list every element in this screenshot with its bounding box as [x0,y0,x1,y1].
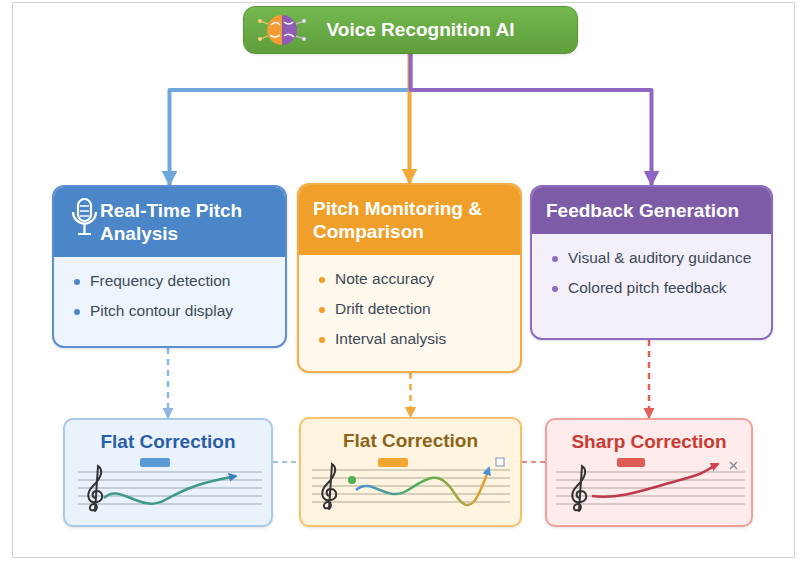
box-heading: Real-Time Pitch Analysis [100,199,271,245]
bullet-item: Drift detection [319,299,506,320]
bullet-text: Interval analysis [335,329,446,350]
mic-head [78,199,91,221]
connector [522,461,545,463]
box-header: Feedback Generation [532,187,771,234]
box-title: Sharp Correction [559,430,739,454]
staff-lines [78,472,262,504]
bullet-text: Visual & auditory guidance [568,248,751,269]
circuit-line [296,36,304,39]
sharp-staff-illustration [556,458,745,511]
staff-lines [556,472,745,504]
bullet-dot [319,337,325,343]
brain-icon [258,15,306,45]
bullet-item: Frequency detection [74,271,271,292]
box-header: Real-Time Pitch Analysis [54,187,285,257]
bullet-text: Note accuracy [335,269,434,290]
result-box: Sharp Correction [545,418,753,527]
connector [648,340,651,418]
connector [170,54,411,185]
box-header: Pitch Monitoring & Comparison [299,185,520,255]
pitch-curve [592,464,718,497]
brain-folds [270,22,294,37]
connector [167,348,170,418]
box-body: Visual & auditory guidanceColored pitch … [532,234,771,320]
bullet-text: Drift detection [335,299,431,320]
treble-clef [572,466,586,511]
bullet-item: Interval analysis [319,329,506,350]
bullet-text: Pitch contour display [90,301,233,322]
picture-frame [13,3,795,558]
result-box: Flat Correction [299,417,522,527]
circuit-dot [302,37,306,41]
cross-mark [730,462,737,469]
box-title: Flat Correction [77,430,259,454]
connector [409,373,412,417]
bullet-dot [552,256,558,262]
mic-stand [78,224,91,234]
flat-staff-illustration [78,458,262,511]
node-title: Voice Recognition AI [327,19,515,42]
pitch-curve [356,468,489,505]
flat-staff-illustration [312,458,510,509]
treble-clef [88,466,102,511]
connector [273,461,299,463]
bullet-item: Visual & auditory guidance [552,248,757,269]
circuit-dot [258,19,262,23]
bullet-text: Colored pitch feedback [568,278,727,299]
brain-half [282,15,297,45]
process-box: Pitch Monitoring & ComparisonNote accura… [297,183,522,373]
root-node: Voice Recognition AI [243,6,578,54]
circuit-line [296,21,304,24]
brain-half [267,15,282,45]
bullet-dot [74,279,80,285]
mic-grille [80,206,89,216]
box-title: Flat Correction [313,429,508,453]
result-box: Flat Correction [63,418,273,527]
end-marker [496,458,504,466]
mic-holder [73,212,96,224]
circuit-line [260,21,268,24]
target-pitch-bar [140,458,170,467]
staff-lines [312,470,510,502]
box-body: Frequency detectionPitch contour display [54,257,285,343]
bullet-dot [319,307,325,313]
bullet-dot [552,286,558,292]
pitch-curve [104,476,236,504]
box-heading: Feedback Generation [546,199,757,222]
circuit-line [260,36,268,39]
bullet-dot [319,277,325,283]
process-box: Feedback GenerationVisual & auditory gui… [530,185,773,340]
process-box: Real-Time Pitch AnalysisFrequency detect… [52,185,287,348]
box-body: Note accuracyDrift detectionInterval ana… [299,255,520,371]
bullet-item: Pitch contour display [74,301,271,322]
box-heading: Pitch Monitoring & Comparison [313,197,506,243]
microphone-icon [73,199,96,234]
bullet-dot [74,309,80,315]
target-pitch-bar [617,458,645,467]
treble-clef [322,464,336,509]
connector [411,54,652,185]
bullet-text: Frequency detection [90,271,230,292]
target-pitch-bar [378,458,408,467]
circuit-dot [302,19,306,23]
circuit-dot [258,37,262,41]
bullet-item: Colored pitch feedback [552,278,757,299]
bullet-item: Note accuracy [319,269,506,290]
start-dot [348,476,356,484]
